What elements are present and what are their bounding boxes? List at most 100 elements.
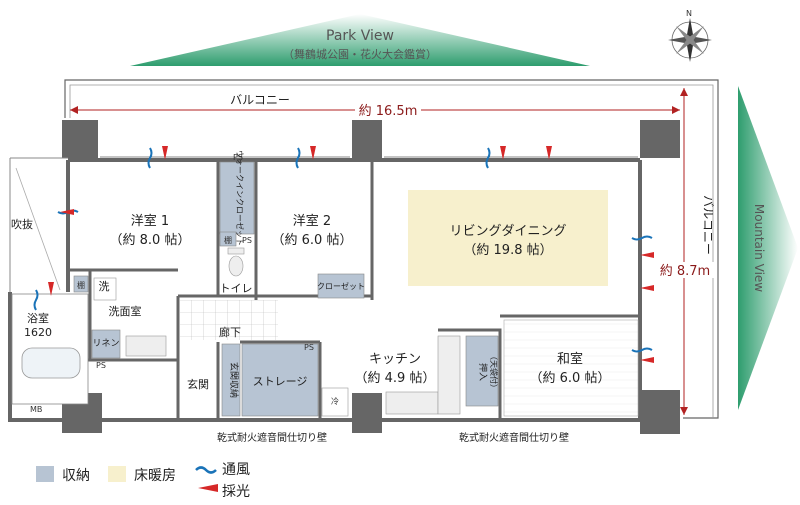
japanese-room (503, 319, 639, 417)
kitchen-counter (385, 391, 439, 415)
ventilation-markers (33, 147, 653, 353)
japanese-size: （約 6.0 帖） (530, 371, 611, 386)
compass-north-label: N (686, 9, 692, 18)
daylight-icon (60, 209, 74, 215)
ventilation-icon (631, 347, 653, 353)
structural-columns (62, 120, 680, 434)
park-view-banner: Park View （舞鶴城公園・花火大会鑑賞） (130, 14, 590, 66)
balcony-right-label: バルコニー (701, 195, 715, 255)
park-view-arrow (130, 14, 590, 66)
ps-label-2: PS (242, 236, 252, 245)
shelf-label-1: 棚 (224, 235, 232, 245)
walkin-label: ウォークインクローゼット (235, 150, 245, 246)
park-view-title: Park View (326, 28, 394, 44)
entrance-storage (221, 343, 241, 417)
legend-floor-heating-label: 床暖房 (134, 468, 176, 484)
washer-label: 洗 (99, 280, 110, 293)
legend-daylight-icon (198, 484, 218, 492)
fridge-label: 冷 (331, 396, 339, 406)
ps-label-1: PS (233, 153, 243, 162)
balcony: バルコニー バルコニー (64, 79, 719, 419)
daylight-icon (546, 146, 552, 160)
mountain-view-banner: Mountain View (738, 86, 798, 410)
daylight-icon (640, 285, 654, 291)
toilet-fixture (227, 247, 245, 277)
bathtub (21, 347, 81, 379)
legend-ventilation-label: 通風 (222, 462, 250, 478)
linen-storage (91, 329, 121, 359)
mountain-view-arrow (738, 86, 798, 410)
western2-name: 洋室 2 (293, 213, 331, 229)
dimension-width-label: 約 16.5m (359, 104, 418, 119)
daylight-markers (48, 146, 654, 363)
wall-note-right: 乾式耐火遮音間仕切り壁 (459, 431, 569, 444)
dimension-depth: 約 8.7m (656, 88, 714, 415)
legend-floor-heating-swatch (108, 466, 126, 482)
closet-western2 (317, 273, 365, 299)
legend-storage-swatch (36, 466, 54, 482)
daylight-icon (640, 252, 654, 258)
ventilation-icon (33, 289, 39, 311)
dimension-depth-label: 約 8.7m (660, 264, 710, 279)
living-name: リビングダイニング (449, 224, 566, 239)
walkin-closet (219, 161, 255, 235)
oshiire-storage (465, 335, 499, 407)
western1-name: 洋室 1 (131, 213, 169, 229)
legend-ventilation-icon (195, 466, 217, 474)
shelf-label-2: 棚 (77, 280, 85, 290)
daylight-icon (48, 282, 54, 296)
closet-label: クローゼット (317, 281, 365, 291)
ventilation-icon (295, 147, 301, 169)
interior-walls (68, 160, 640, 420)
living-floor-heating (408, 190, 608, 286)
compass-icon: N (668, 9, 712, 62)
linen-label: リネン (92, 338, 119, 349)
storage-label: ストレージ (253, 375, 308, 388)
ventilation-icon (147, 147, 153, 169)
legend-daylight-label: 採光 (222, 484, 250, 500)
washroom-label: 洗面室 (109, 304, 142, 318)
ventilation-icon (485, 147, 491, 169)
vanity (125, 335, 167, 357)
shelf-storage-2 (73, 275, 89, 293)
kitchen-size: （約 4.9 帖） (355, 371, 436, 386)
daylight-icon (310, 146, 316, 160)
balcony-top-label: バルコニー (230, 93, 290, 107)
ps-label-4: PS (304, 343, 314, 352)
bath-size: 1620 (24, 326, 52, 339)
living-size: （約 19.8 帖） (463, 243, 552, 258)
park-view-subtitle: （舞鶴城公園・花火大会鑑賞） (283, 47, 437, 61)
mountain-view-title: Mountain View (752, 204, 766, 292)
daylight-icon (500, 146, 506, 160)
entrance-label: 玄関 (187, 377, 209, 391)
hallway-label: 廊下 (219, 325, 241, 339)
entrance-storage-label: 玄関収納 (228, 362, 240, 398)
daylight-icon (162, 146, 168, 160)
western1-size: （約 8.0 帖） (110, 233, 191, 248)
kitchen-cooktop (437, 335, 461, 415)
western2-size: （約 6.0 帖） (272, 233, 353, 248)
ps-label-3: PS (96, 361, 106, 370)
legend-storage-label: 収納 (62, 468, 90, 484)
bath-name: 浴室 (27, 311, 49, 325)
mb-label: MB (30, 405, 42, 414)
fridge-space (321, 387, 349, 417)
daylight-icon (640, 357, 654, 363)
hallway-floor (180, 300, 278, 340)
shelf-storage (219, 231, 237, 247)
ventilation-icon (631, 235, 653, 241)
wall-note-left: 乾式耐火遮音間仕切り壁 (217, 431, 327, 444)
void-area: 吹抜 (9, 157, 68, 292)
dimension-width: 約 16.5m (70, 102, 680, 119)
washer-space (93, 277, 117, 301)
legend: 収納 床暖房 通風 採光 (36, 462, 250, 500)
void-label: 吹抜 (11, 217, 33, 231)
toilet-label: トイレ (220, 282, 253, 295)
exterior-walls (8, 158, 642, 422)
oshiire-label: 押入 (477, 363, 489, 381)
kitchen-name: キッチン (369, 352, 421, 367)
japanese-name: 和室 (557, 351, 583, 367)
tenbukuro-label: （天袋付） (489, 352, 499, 392)
storage-room (241, 343, 319, 417)
